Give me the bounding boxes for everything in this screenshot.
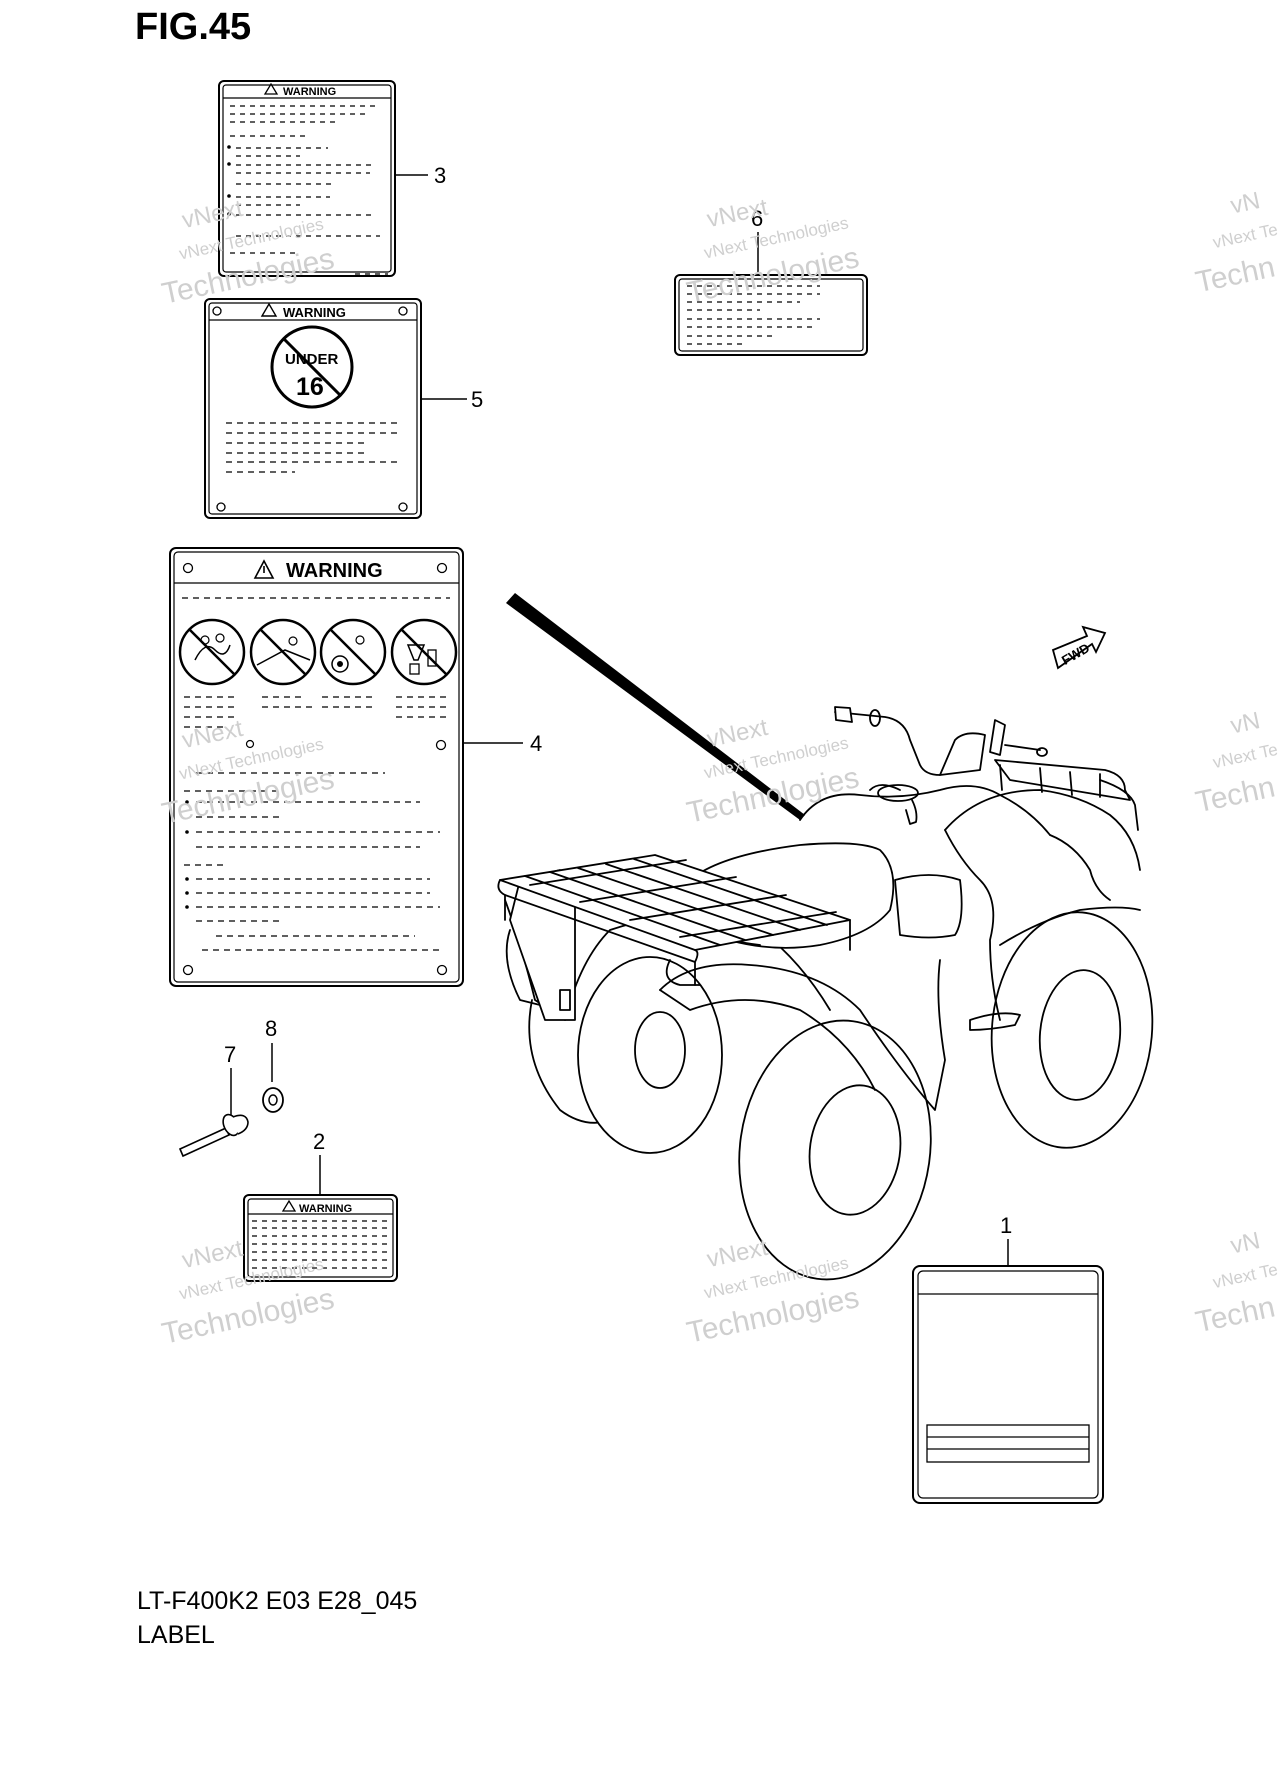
callout-5[interactable]: 5 bbox=[471, 387, 483, 412]
warning-triangle-icon bbox=[281, 1199, 297, 1212]
label-5-heading: WARNING bbox=[283, 305, 346, 320]
callout-7[interactable]: 7 bbox=[224, 1042, 236, 1067]
no-drugs-alcohol-icon bbox=[319, 618, 387, 686]
label-3-text-lines bbox=[230, 105, 388, 275]
label-4-heading: WARNING bbox=[286, 560, 383, 582]
no-paved-road-icon bbox=[249, 618, 317, 686]
no-passenger-icon bbox=[178, 618, 246, 686]
callout-4[interactable]: 4 bbox=[530, 731, 542, 756]
label-4-text-lines bbox=[184, 696, 450, 951]
label-6-text-lines bbox=[687, 285, 820, 345]
label-2-warning[interactable]: WARNING bbox=[243, 1194, 398, 1282]
callout-1[interactable]: 1 bbox=[1000, 1213, 1012, 1238]
label-2-heading: WARNING bbox=[299, 1203, 352, 1215]
prohibition-icon-group bbox=[178, 618, 458, 686]
label-2-text-lines bbox=[252, 1220, 388, 1269]
watermark-text: Techn bbox=[1193, 1290, 1278, 1339]
no-under-16-icon bbox=[270, 325, 354, 409]
label-4-warning[interactable]: WARNING bbox=[169, 547, 464, 987]
watermark-text: vNext Te bbox=[1211, 740, 1279, 772]
watermark-text: vNext Te bbox=[1211, 1260, 1279, 1292]
label-3-warning[interactable]: WARNING bbox=[218, 80, 396, 277]
watermark-text: vNext bbox=[705, 714, 771, 753]
watermark-text: Techn bbox=[1193, 770, 1278, 819]
watermark-text: vN bbox=[1228, 1227, 1262, 1260]
atv-illustration bbox=[497, 706, 1154, 1281]
no-alcohol-icon bbox=[390, 618, 458, 686]
watermark-text: vN bbox=[1228, 707, 1262, 740]
watermark-text: Techn bbox=[1193, 250, 1278, 299]
callout-2[interactable]: 2 bbox=[313, 1129, 325, 1154]
figure-caption: LABEL bbox=[137, 1621, 215, 1649]
watermark-text: vN bbox=[1228, 187, 1262, 220]
warning-triangle-icon bbox=[253, 559, 275, 579]
watermark-text: vNext bbox=[705, 1234, 771, 1273]
washer-part-8[interactable] bbox=[262, 1087, 284, 1113]
model-code: LT-F400K2 E03 E28_045 bbox=[137, 1587, 418, 1615]
label-5-text-lines bbox=[226, 422, 400, 473]
callout-6[interactable]: 6 bbox=[751, 206, 763, 231]
rivet-part-7[interactable] bbox=[178, 1112, 249, 1158]
label-3-heading: WARNING bbox=[283, 86, 336, 98]
label-location-pointer bbox=[506, 593, 805, 820]
callout-8[interactable]: 8 bbox=[265, 1016, 277, 1041]
under-text: UNDER bbox=[285, 351, 339, 368]
warning-triangle-icon bbox=[263, 82, 279, 95]
label-6[interactable] bbox=[674, 274, 868, 356]
age-text: 16 bbox=[296, 373, 324, 401]
watermark-text: vNext Te bbox=[1211, 220, 1279, 252]
label-5-under-16[interactable]: WARNING UNDER 16 bbox=[204, 298, 422, 519]
figure-title: FIG.45 bbox=[135, 6, 252, 48]
label-1-blank[interactable] bbox=[912, 1265, 1104, 1504]
watermark-text: vNext bbox=[180, 1235, 246, 1274]
callout-3[interactable]: 3 bbox=[434, 163, 446, 188]
fwd-arrow-icon: FWD bbox=[1051, 625, 1107, 670]
warning-triangle-icon bbox=[260, 302, 278, 317]
